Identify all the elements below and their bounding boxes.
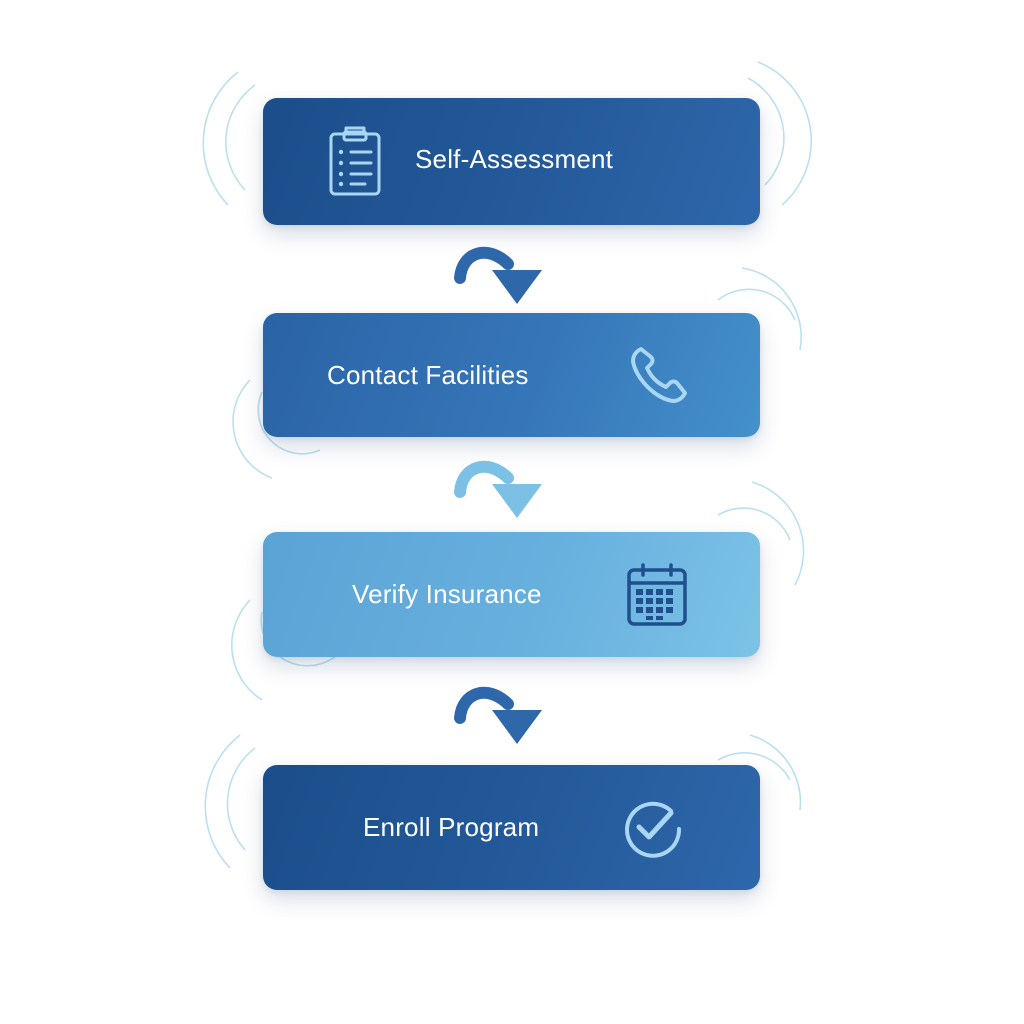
phone-icon [631,347,687,403]
step-label: Contact Facilities [327,360,529,390]
calendar-icon [627,563,687,626]
step-contact-facilities[interactable]: Contact Facilities [263,313,760,437]
curved-arrow-down-icon [454,460,542,518]
clipboard-list-icon [329,126,381,196]
step-label: Verify Insurance [352,579,542,609]
check-circle-icon [625,801,682,858]
step-verify-insurance[interactable]: Verify Insurance [263,532,760,657]
step-label: Enroll Program [363,812,540,842]
curved-arrow-down-icon [454,246,542,304]
curved-arrow-down-icon [454,686,542,744]
step-self-assessment[interactable]: Self-Assessment [263,98,760,225]
step-label: Self-Assessment [415,144,614,174]
step-enroll-program[interactable]: Enroll Program [263,765,760,890]
